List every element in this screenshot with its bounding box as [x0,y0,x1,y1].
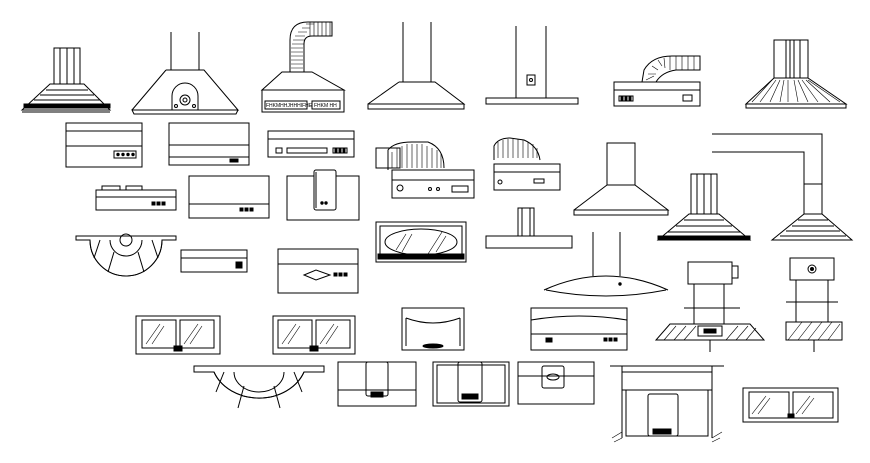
semicircle-hood-left [75,233,177,277]
brand-plate-right: FHKM HH [314,103,337,109]
island-hood-hatched-b [785,257,843,352]
ducted-hood-small [613,55,701,107]
glass-panel-hood-c [742,387,839,423]
pyramid-hood-fan [131,32,240,115]
curved-glass-hood [543,232,669,297]
hood-box-l [517,361,595,405]
ducted-hood-mid [375,141,475,199]
glass-panel-hood-b [272,315,356,355]
hood-in-cabinet [610,365,724,443]
hood-box-b [168,122,250,166]
hood-box-d [95,185,177,211]
l-duct-hood [712,133,854,241]
chimney-hood-mid [573,142,670,216]
ducted-hood-labelled: FHKMHHJHHHIFHE FHKM HH [260,21,346,113]
hood-box-h [277,248,359,294]
slim-chimney-hood [485,26,579,105]
striped-chimney-hood-right [744,39,848,109]
glass-panel-hood-a [135,315,221,355]
chimney-hood-striped [20,47,112,113]
hood-box-k [432,361,510,407]
ducted-hood-side [493,137,561,191]
hood-box-c [267,130,355,158]
hood-box-e [188,175,270,219]
striped-chimney-hood-mid [656,173,752,241]
oval-glass-hood [375,221,467,263]
curved-front-hood [401,307,465,351]
brand-plate-left: FHKMHHJHHHIFHE [266,103,313,109]
hood-box-j [337,361,417,407]
hood-box-g [180,249,248,273]
island-hood-hatched-a [654,261,766,352]
hood-pedestal [485,207,573,249]
chimney-hood-plain [367,22,466,110]
semicircle-hood-bottom [193,365,325,409]
hood-box-i [530,307,628,351]
hood-box-a [65,122,143,168]
hood-box-f [286,169,360,221]
